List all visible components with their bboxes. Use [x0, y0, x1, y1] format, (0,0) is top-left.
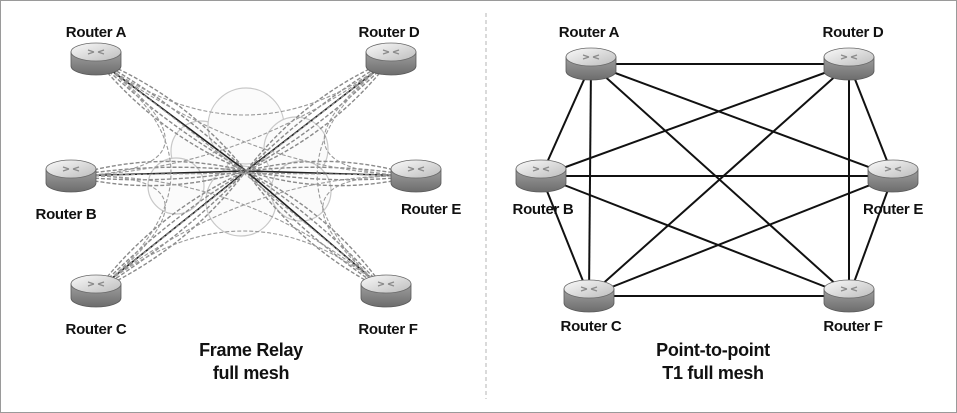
frame-relay-mesh-vc — [322, 175, 417, 292]
router-icon — [823, 47, 875, 81]
t1-link — [540, 175, 850, 297]
frame-relay-caption-line-2: full mesh — [213, 363, 289, 383]
router-label: Router C — [66, 321, 127, 338]
frame-relay-vc-2 — [95, 170, 247, 292]
router-icon — [823, 279, 875, 313]
frame-relay-mesh-vc — [70, 58, 166, 177]
router-icon — [70, 274, 122, 308]
frame-relay-vc-3 — [245, 58, 392, 172]
router-label: Router F — [358, 321, 417, 338]
frame-relay-vc-5 — [245, 170, 387, 292]
frame-relay-mesh-vc — [95, 58, 417, 177]
t1-link — [588, 175, 894, 297]
routers-layer: Router A Router B Router C Router D Router E… — [36, 24, 924, 338]
router-icon — [565, 47, 617, 81]
frame-relay-mesh-vc — [95, 230, 387, 292]
t1-link — [848, 175, 894, 297]
frame-relay-caption: Frame Relay full mesh — [199, 340, 303, 383]
t1-link — [590, 63, 894, 177]
router-label: Router B — [36, 206, 97, 223]
frame-relay-mesh-vc — [95, 58, 392, 292]
router-icon — [390, 159, 442, 193]
router-label: Router F — [823, 318, 882, 335]
t1-link — [588, 63, 592, 297]
router-icon — [515, 159, 567, 193]
t1-link — [848, 63, 894, 177]
frame-relay-mesh-vc — [95, 58, 387, 292]
t1-link — [588, 63, 850, 297]
t1-link — [540, 63, 850, 177]
frame-relay-cloud — [147, 87, 332, 237]
frame-relay-mesh-vc — [70, 175, 387, 292]
frame-relay-vc-5 — [245, 170, 387, 292]
t1-link — [540, 63, 592, 177]
frame-relay-vc-3 — [245, 58, 392, 172]
frame-relay-mesh-vc — [316, 58, 392, 292]
frame-relay-links — [70, 58, 417, 292]
router-icon — [360, 274, 412, 308]
router-label: Router B — [513, 201, 574, 218]
frame-relay-pvc-1 — [70, 170, 247, 177]
router-label: Router A — [559, 24, 620, 41]
router-label: Router D — [359, 24, 420, 41]
router-icon — [70, 42, 122, 76]
router-label: Router D — [823, 24, 884, 41]
frame-relay-vc-2 — [95, 170, 247, 292]
router-icon — [563, 279, 615, 313]
frame-relay-vc-3 — [245, 58, 392, 172]
router-label: Router E — [401, 201, 461, 218]
frame-relay-vc-2 — [95, 170, 247, 292]
t1-caption-line-1: Point-to-point — [656, 340, 770, 360]
frame-relay-pvc-5 — [245, 170, 387, 292]
frame-relay-mesh-vc — [70, 58, 392, 177]
t1-links — [540, 63, 894, 297]
t1-caption: Point-to-point T1 full mesh — [656, 340, 770, 383]
frame-relay-mesh-vc — [323, 58, 417, 177]
frame-relay-mesh-vc — [70, 172, 417, 177]
router-label: Router E — [863, 201, 923, 218]
t1-link — [540, 175, 590, 297]
router-icon — [867, 159, 919, 193]
router-icon — [365, 42, 417, 76]
frame-relay-pvc-4 — [245, 170, 417, 177]
router-icon — [45, 159, 97, 193]
frame-relay-mesh-vc — [95, 58, 172, 292]
router-label: Router A — [66, 24, 127, 41]
t1-caption-line-2: T1 full mesh — [662, 363, 763, 383]
frame-relay-vc-5 — [245, 170, 387, 292]
frame-relay-vc-5 — [245, 170, 387, 292]
router-label: Router C — [561, 318, 622, 335]
frame-relay-caption-line-1: Frame Relay — [199, 340, 303, 360]
